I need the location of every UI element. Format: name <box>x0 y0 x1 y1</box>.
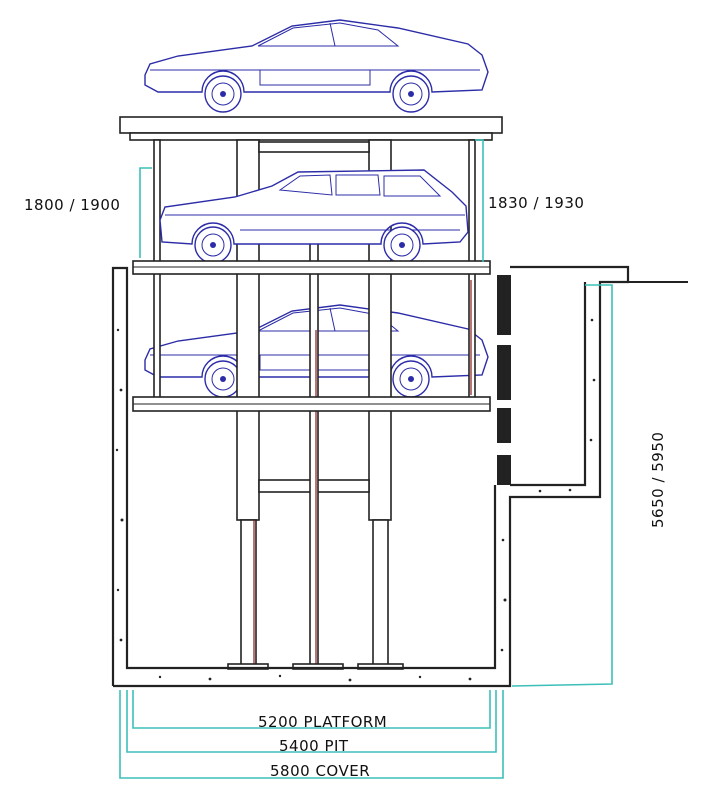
pit-structure <box>111 265 688 688</box>
top-platform-beam <box>129 132 493 141</box>
pit-width-label: 5400 PIT <box>279 737 349 755</box>
right-level-height-label: 1830 / 1930 <box>488 194 584 212</box>
car-middle-level <box>159 169 469 264</box>
car-top-level <box>144 19 489 113</box>
pit-depth-label: 5650 / 5950 <box>649 432 667 528</box>
platform-width-label: 5200 PLATFORM <box>258 713 387 731</box>
dimension-lines <box>119 139 613 779</box>
left-level-height-label: 1800 / 1900 <box>24 196 120 214</box>
top-platform <box>119 116 503 134</box>
cover-width-label: 5800 COVER <box>270 762 370 780</box>
